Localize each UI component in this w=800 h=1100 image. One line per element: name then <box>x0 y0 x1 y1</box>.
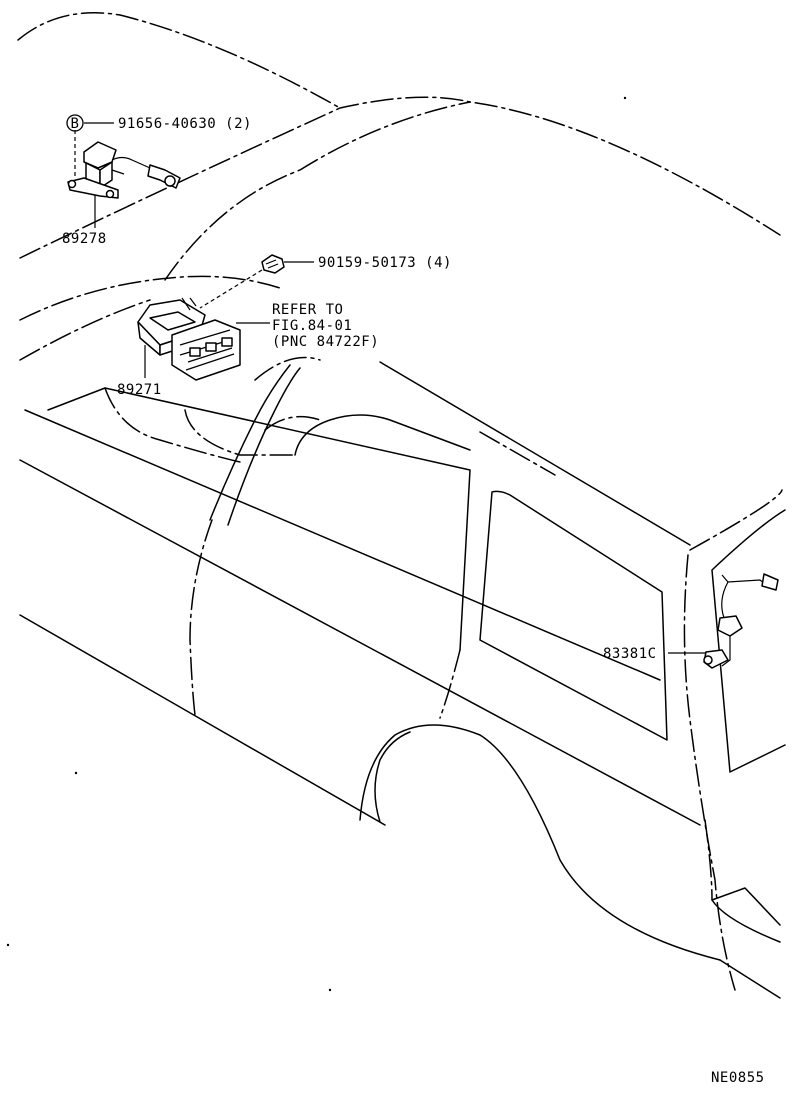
wheel-arch-inner <box>374 731 411 823</box>
rear-bumper <box>711 887 781 943</box>
wheel-arch <box>359 724 721 961</box>
seat-dash <box>104 387 241 463</box>
screw <box>261 254 285 274</box>
speck <box>623 96 627 100</box>
rocker-line <box>19 614 386 826</box>
speck <box>74 771 78 775</box>
rear-side-window <box>479 490 668 741</box>
refer-to-label: REFER TO <box>272 302 343 318</box>
mounting-bracket <box>171 319 241 381</box>
headrest <box>254 356 321 431</box>
front-sensor-part-number: 89278 <box>62 231 107 247</box>
roof-front-outline <box>17 12 341 109</box>
rear-door-edge <box>189 519 213 716</box>
windshield-top <box>19 275 281 321</box>
bolt-symbol-letter: B <box>71 116 80 132</box>
rear-hatch-edge <box>683 554 736 991</box>
computer-part-number: 89271 <box>117 382 162 398</box>
refer-figure-label: FIG.84-01 <box>272 318 352 334</box>
door-rear-edge <box>439 649 461 719</box>
front-height-sensor <box>67 141 181 199</box>
rear-pillar <box>689 489 783 551</box>
roof-side-line <box>164 101 471 281</box>
rear-corner-dash <box>704 819 713 901</box>
bolt-part-number: 91656-40630 (2) <box>118 116 252 132</box>
screw-dash-leader <box>199 269 263 309</box>
speck <box>6 943 10 947</box>
beltline <box>24 409 661 681</box>
rear-lower-line <box>719 959 781 999</box>
bolt-symbol-circle <box>66 114 84 132</box>
refer-pnc-label: (PNC 84722F) <box>272 334 379 350</box>
rear-seat <box>294 414 471 456</box>
center-pillar <box>209 364 301 526</box>
hood-line <box>19 299 151 361</box>
lower-body-line <box>19 459 701 826</box>
screw-part-number: 90159-50173 (4) <box>318 255 452 271</box>
rear-sensor-part-number: 83381C <box>603 646 657 662</box>
rear-glass <box>711 509 786 773</box>
rear-roof-edge <box>479 431 556 476</box>
seat-dash-2 <box>184 409 296 456</box>
rear-height-sensor <box>703 573 779 669</box>
speck <box>328 988 332 992</box>
figure-code: NE0855 <box>711 1070 765 1086</box>
rear-door-window-edge <box>47 387 471 651</box>
body-top-line <box>379 361 691 546</box>
roof-line <box>19 96 781 259</box>
